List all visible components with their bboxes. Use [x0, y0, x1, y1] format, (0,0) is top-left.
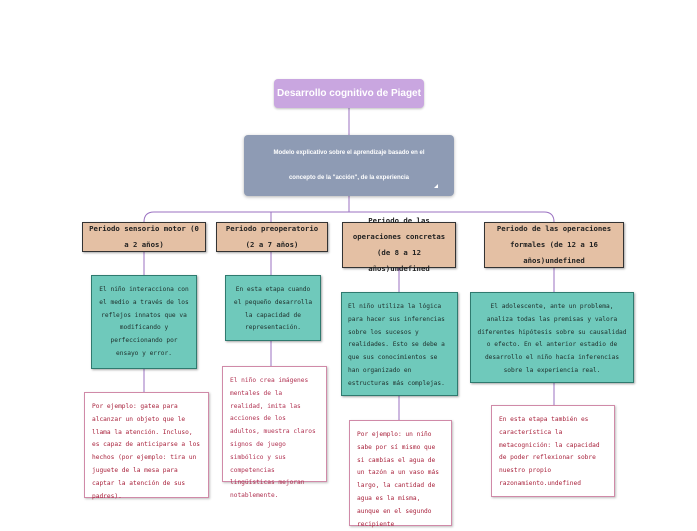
period-node-formal[interactable]: Periodo de las operaciones formales (de …	[484, 222, 624, 268]
example-node-concrete[interactable]: Por ejemplo: un niño sabe por sí mismo q…	[349, 420, 452, 528]
description-text: En esta etapa cuando el pequeño desarrol…	[233, 286, 313, 332]
period-title: Periodo de las operaciones concretas (de…	[352, 216, 446, 273]
description-node-concrete[interactable]: El niño utiliza la lógica para hacer sus…	[341, 292, 458, 396]
example-text: Por ejemplo: gatea para alcanzar un obje…	[92, 403, 201, 500]
description-text: El niño interacciona con el medio a trav…	[99, 286, 189, 357]
example-text: En esta etapa también es característica …	[499, 416, 600, 487]
period-title: Periodo sensorio motor (0 a 2 años)	[89, 224, 199, 249]
period-node-concrete[interactable]: Periodo de las operaciones concretas (de…	[342, 216, 456, 273]
root-node[interactable]: Desarrollo cognitivo de Piaget	[274, 79, 424, 108]
connector-lines	[143, 108, 555, 420]
description-node-formal[interactable]: El adolescente, ante un problema, analiz…	[470, 292, 634, 383]
subtitle-line-1: Modelo explicativo sobre el aprendizaje …	[273, 150, 425, 156]
period-node-preoperational[interactable]: Periodo preoperatorio (2 a 7 años)	[216, 222, 328, 252]
example-node-formal[interactable]: En esta etapa también es característica …	[491, 405, 615, 497]
example-text: Por ejemplo: un niño sabe por sí mismo q…	[357, 431, 439, 528]
description-node-preoperational[interactable]: En esta etapa cuando el pequeño desarrol…	[225, 275, 321, 341]
period-node-sensorimotor[interactable]: Periodo sensorio motor (0 a 2 años)	[82, 222, 206, 252]
expand-arrow-icon[interactable]	[434, 184, 438, 188]
period-title: Periodo preoperatorio (2 a 7 años)	[225, 224, 319, 249]
period-title: Periodo de las operaciones formales (de …	[496, 224, 612, 265]
example-text: El niño crea imágenes mentales de la rea…	[230, 377, 316, 500]
root-title: Desarrollo cognitivo de Piaget	[277, 88, 421, 99]
description-text: El adolescente, ante un problema, analiz…	[477, 303, 627, 374]
subtitle-line-2: concepto de la "acción", de la experienc…	[288, 175, 410, 181]
subtitle-node[interactable]: Modelo explicativo sobre el aprendizaje …	[244, 135, 454, 196]
description-node-sensorimotor[interactable]: El niño interacciona con el medio a trav…	[91, 275, 197, 369]
example-node-preoperational[interactable]: El niño crea imágenes mentales de la rea…	[222, 366, 327, 499]
example-node-sensorimotor[interactable]: Por ejemplo: gatea para alcanzar un obje…	[84, 392, 209, 500]
description-text: El niño utiliza la lógica para hacer sus…	[348, 303, 445, 387]
